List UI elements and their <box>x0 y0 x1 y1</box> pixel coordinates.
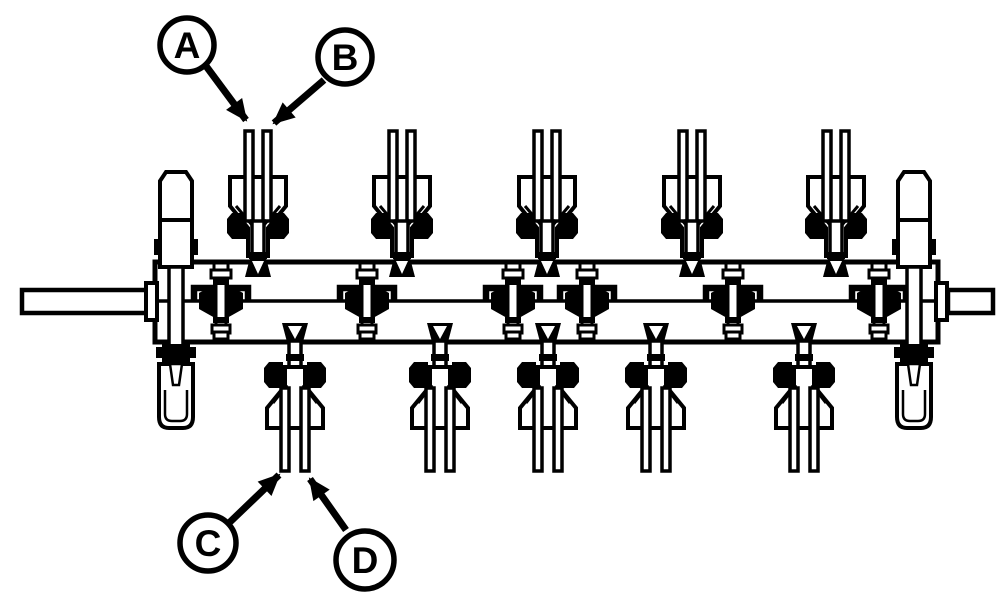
lower-knife-assembly-3 <box>515 321 581 473</box>
upper-knife-assembly-3 <box>514 129 580 279</box>
upper-knife-assemblies <box>225 129 869 279</box>
upper-knife-assembly-5 <box>803 129 869 279</box>
callout-a: A <box>157 15 249 123</box>
callout-b-label: B <box>332 37 359 78</box>
lower-knife-assembly-5 <box>771 321 837 473</box>
upper-knife-assembly-4 <box>659 129 725 279</box>
callout-b-arrow <box>271 77 327 126</box>
callout-d-label: D <box>352 540 379 581</box>
callout-d: D <box>307 476 397 592</box>
callout-a-arrow <box>203 63 249 123</box>
right-stub-shaft <box>945 287 996 316</box>
lower-knife-assembly-1 <box>262 321 328 473</box>
callout-c: C <box>177 472 282 574</box>
right-stub-flange <box>934 281 949 322</box>
lower-knife-assembly-2 <box>407 321 473 473</box>
callout-c-label: C <box>195 523 222 564</box>
callout-d-circle <box>333 528 397 592</box>
callout-a-label: A <box>174 25 201 66</box>
upper-knife-assembly-2 <box>369 129 435 279</box>
left-stub-flange <box>144 281 159 322</box>
callout-c-circle <box>177 512 239 574</box>
lower-knife-assembly-4 <box>623 321 689 473</box>
callout-d-arrow <box>307 476 349 533</box>
upper-knife-assembly-1 <box>225 129 291 279</box>
left-stub-shaft <box>19 287 150 316</box>
callout-b-circle <box>315 27 375 87</box>
callout-c-arrow <box>227 472 282 525</box>
callout-b: B <box>271 27 375 126</box>
lower-knife-assemblies <box>262 321 837 473</box>
callout-a-circle <box>157 15 217 75</box>
